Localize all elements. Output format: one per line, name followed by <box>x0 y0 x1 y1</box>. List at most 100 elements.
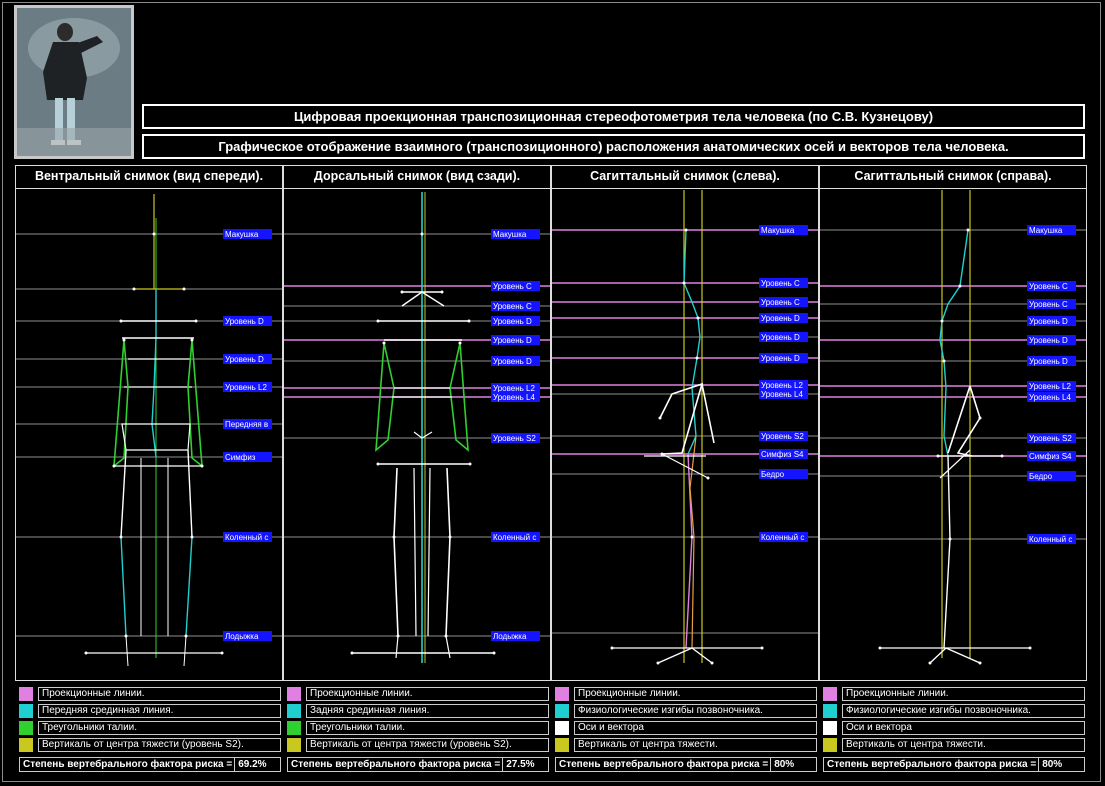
level-label-bg <box>759 353 808 363</box>
legend-label: Треугольники талии. <box>38 721 281 735</box>
level-label-bg <box>491 392 540 402</box>
level-label: Уровень D <box>1029 357 1068 366</box>
legend-dorsal: Проекционные линии. Задняя срединная лин… <box>287 687 549 755</box>
legend-item: Проекционные линии. <box>555 687 817 701</box>
level-label: Уровень D <box>1029 336 1068 345</box>
legend-item: Проекционные линии. <box>19 687 281 701</box>
legend-label: Оси и вектора <box>574 721 817 735</box>
legend-swatch <box>555 738 569 752</box>
legend-item: Вертикаль от центра тяжести. <box>823 738 1085 752</box>
level-label-bg <box>223 452 272 462</box>
legend-item: Вертикаль от центра тяжести (уровень S2)… <box>287 738 549 752</box>
legend-item: Проекционные линии. <box>287 687 549 701</box>
level-label: Уровень L2 <box>225 383 267 392</box>
level-label-bg <box>491 281 540 291</box>
waist-triangle-right <box>449 342 469 452</box>
risk-value: 80% <box>770 758 794 771</box>
legend-item: Передняя срединная линия. <box>19 704 281 718</box>
level-label-bg <box>223 382 272 392</box>
level-label-bg <box>223 532 272 542</box>
level-label: Уровень D <box>1029 317 1068 326</box>
level-label: Уровень L4 <box>761 390 803 399</box>
legend-item: Треугольники талии. <box>19 721 281 735</box>
risk-sagittal-right: Степень вертебрального фактора риска =80… <box>823 757 1085 772</box>
level-label-bg <box>223 419 272 429</box>
level-label-bg <box>759 332 808 342</box>
level-label-bg <box>491 383 540 393</box>
level-label-bg <box>759 532 808 542</box>
legend-swatch <box>19 704 33 718</box>
anatomical-points <box>878 228 1032 665</box>
level-label: Макушка <box>761 226 795 235</box>
level-label: Уровень L4 <box>1029 393 1071 402</box>
legend-label: Задняя срединная линия. <box>306 704 549 718</box>
level-label-bg <box>1027 225 1076 235</box>
spine-curve <box>939 229 969 457</box>
level-label: Коленный с <box>225 533 268 542</box>
legend-item: Вертикаль от центра тяжести (уровень S2)… <box>19 738 281 752</box>
legend-label: Проекционные линии. <box>574 687 817 701</box>
main-title: Цифровая проекционная транспозиционная с… <box>142 104 1085 129</box>
level-label: Симфиз S4 <box>761 450 804 459</box>
legend-label: Треугольники талии. <box>306 721 549 735</box>
level-label-bg <box>759 389 808 399</box>
level-label: Уровень С <box>1029 300 1068 309</box>
level-label-bg <box>759 278 808 288</box>
legend-swatch <box>555 721 569 735</box>
level-label: Уровень S2 <box>1029 434 1072 443</box>
legend-swatch <box>19 721 33 735</box>
level-label: Лодыжка <box>493 632 527 641</box>
level-label-bg <box>1027 316 1076 326</box>
legend-item: Физиологические изгибы позвоночника. <box>555 704 817 718</box>
level-label: Передняя в <box>225 420 268 429</box>
level-label-bg <box>491 316 540 326</box>
legend-item: Задняя срединная линия. <box>287 704 549 718</box>
legend-label: Проекционные линии. <box>38 687 281 701</box>
legend-swatch <box>823 704 837 718</box>
patient-photo <box>14 5 134 159</box>
level-label-bg <box>1027 356 1076 366</box>
level-label-bg <box>759 313 808 323</box>
level-label-bg <box>223 631 272 641</box>
level-label-bg <box>491 356 540 366</box>
level-label: Уровень С <box>761 279 800 288</box>
level-label: Уровень L2 <box>1029 382 1071 391</box>
risk-ventral: Степень вертебрального фактора риска =69… <box>19 757 281 772</box>
level-label: Уровень С <box>1029 282 1068 291</box>
level-label: Уровень D <box>493 317 532 326</box>
level-label: Макушка <box>493 230 527 239</box>
patient-photo-image <box>17 8 131 156</box>
panel-ventral: Вентральный снимок (вид спереди). Макушк… <box>15 165 283 681</box>
legend-swatch <box>19 738 33 752</box>
panel-title: Сагиттальный снимок (слева). <box>552 166 818 189</box>
risk-label: Степень вертебрального фактора риска = <box>827 759 1037 770</box>
anatomical-points <box>610 228 764 665</box>
legend-swatch <box>823 721 837 735</box>
level-label: Макушка <box>1029 226 1063 235</box>
level-label-bg <box>759 225 808 235</box>
level-label-bg <box>223 316 272 326</box>
spine-curve <box>683 229 701 455</box>
level-label: Уровень S2 <box>493 434 536 443</box>
anatomical-points <box>84 232 224 655</box>
level-label: Уровень D <box>493 336 532 345</box>
level-label-bg <box>1027 335 1076 345</box>
legend-swatch <box>287 721 301 735</box>
level-label: Бедро <box>1029 472 1053 481</box>
level-label-bg <box>491 631 540 641</box>
level-label: Коленный с <box>761 533 804 542</box>
risk-label: Степень вертебрального фактора риска = <box>559 759 769 770</box>
level-label-bg <box>759 469 808 479</box>
risk-value: 80% <box>1038 758 1062 771</box>
waist-triangle-right <box>187 339 203 468</box>
legend-item: Оси и вектора <box>555 721 817 735</box>
legend-ventral: Проекционные линии. Передняя срединная л… <box>19 687 281 755</box>
legend-swatch <box>19 687 33 701</box>
legend-label: Физиологические изгибы позвоночника. <box>574 704 817 718</box>
legend-label: Вертикаль от центра тяжести. <box>574 738 817 752</box>
